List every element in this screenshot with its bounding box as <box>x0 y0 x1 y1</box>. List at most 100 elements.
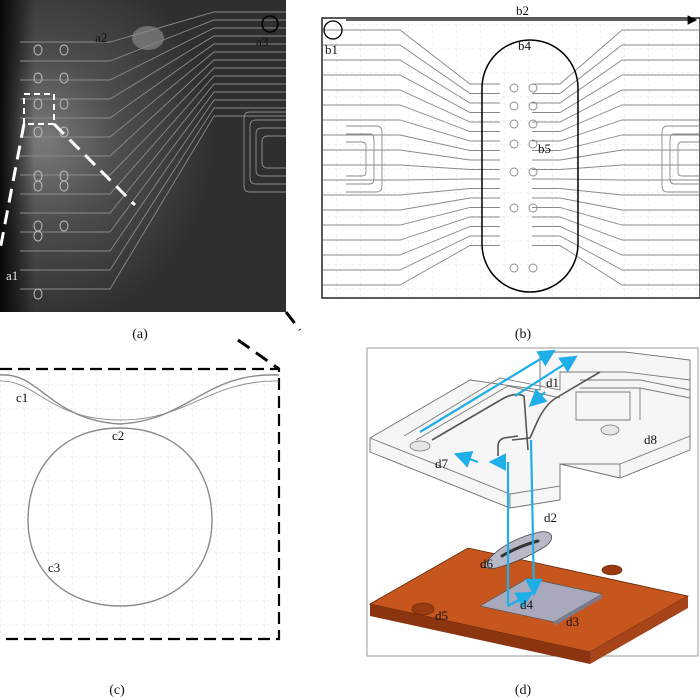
label-d5: d5 <box>435 608 448 623</box>
caption-d: (d) <box>515 683 532 698</box>
label-d3: d3 <box>566 614 579 629</box>
c1-channel-edge <box>0 374 280 425</box>
b-channel-trace <box>323 178 500 181</box>
a-channel-trace <box>20 115 286 290</box>
a-chamber <box>59 98 69 110</box>
caption-b: (b) <box>515 327 532 342</box>
label-c2: c2 <box>112 428 124 443</box>
b-channel-trace <box>532 178 699 181</box>
b-channel-trace <box>532 104 699 132</box>
caption-c: (c) <box>109 683 125 698</box>
b-channel-trace <box>323 59 500 104</box>
b-chamber <box>509 101 519 111</box>
b-chamber <box>509 167 519 177</box>
a-chamber <box>59 72 69 84</box>
a-chamber <box>59 180 69 192</box>
a-chamber <box>33 230 43 242</box>
b-channel-trace <box>532 164 699 170</box>
b-channel-trace <box>532 134 699 151</box>
b-channel-trace <box>323 89 500 123</box>
a-channel-trace <box>20 11 286 43</box>
panel-b: b2 b1 b4 b5 <box>321 3 700 299</box>
label-d6: d6 <box>480 556 494 571</box>
flow-arrows <box>419 349 578 609</box>
b-channel-trace <box>532 74 699 113</box>
b-channel-trace <box>323 44 500 94</box>
d1-channels <box>431 371 601 456</box>
panel-d: d1 d8 d7 d2 d6 d4 d3 d5 <box>366 347 699 664</box>
b-channel-trace <box>323 149 500 161</box>
b-channel-trace <box>323 29 500 85</box>
b-channel-trace <box>323 164 500 170</box>
a-channel-trace <box>20 59 286 157</box>
b-chamber <box>528 203 538 213</box>
b-channel-trace <box>532 119 699 142</box>
b-channel-trace <box>532 188 699 196</box>
a-channel-trace <box>20 67 286 176</box>
a-channel-trace <box>20 43 286 119</box>
b-chamber <box>528 263 538 273</box>
a-chamber <box>33 72 43 84</box>
a-channel-trace <box>20 99 286 252</box>
b-chamber <box>528 83 538 93</box>
panel-a-serpentine <box>243 111 286 193</box>
b-channel-trace <box>532 245 699 286</box>
b-channel-trace <box>323 119 500 142</box>
b-channel-trace <box>532 59 699 104</box>
a3-marker-circle <box>261 15 279 33</box>
b-chamber <box>509 83 519 93</box>
a-channel-trace <box>20 75 286 195</box>
label-d7: d7 <box>435 456 449 471</box>
b-channel-trace <box>323 188 500 196</box>
b-channel-trace <box>532 149 699 161</box>
label-d1: d1 <box>546 375 559 390</box>
caption-a: (a) <box>132 327 148 342</box>
label-b1: b1 <box>325 42 338 57</box>
a-chamber <box>59 44 69 56</box>
b-chamber <box>509 203 519 213</box>
a-channel-trace <box>20 91 286 233</box>
label-a2: a2 <box>95 30 107 45</box>
b-channel-trace <box>323 104 500 132</box>
label-b4: b4 <box>518 38 532 53</box>
label-d8: d8 <box>644 432 657 447</box>
d5-hole <box>411 602 435 616</box>
zoom-connector-lines <box>237 311 302 371</box>
b-channel-trace <box>323 235 500 271</box>
b-channel-trace <box>323 216 500 241</box>
b-channel-trace <box>532 216 699 241</box>
panel-b-channels <box>323 29 699 286</box>
b-chamber <box>528 119 538 129</box>
a-chamber <box>33 180 43 192</box>
b-channel-trace <box>532 226 699 256</box>
a-chamber <box>33 98 43 110</box>
label-a1: a1 <box>6 268 18 283</box>
a-channel-trace <box>20 107 286 271</box>
label-a3: a3 <box>256 34 268 49</box>
label-d2: d2 <box>544 510 557 525</box>
label-b5: b5 <box>538 141 551 156</box>
a-channel-trace <box>20 83 286 214</box>
b-channel-trace <box>323 245 500 286</box>
a-channel-trace <box>20 19 286 62</box>
b-channel-trace <box>323 207 500 226</box>
c3-chamber <box>27 427 213 607</box>
b-channel-trace <box>532 89 699 123</box>
b-chamber <box>509 119 519 129</box>
zoom-box <box>23 93 55 125</box>
a-chamber <box>33 44 43 56</box>
panel-b-serpentines <box>346 125 700 193</box>
label-c1: c1 <box>16 390 28 405</box>
a-chamber <box>33 126 43 138</box>
b-channel-trace <box>532 197 699 211</box>
b4-outline <box>481 39 579 293</box>
a-chamber <box>59 220 69 232</box>
b1-marker-circle <box>323 20 343 40</box>
b-channel-trace <box>323 197 500 211</box>
label-d4: d4 <box>520 597 534 612</box>
b-channel-trace <box>323 226 500 256</box>
b-channel-trace <box>532 207 699 226</box>
panel-c-frame <box>0 367 281 641</box>
panel-c: c1 c2 c3 <box>0 367 281 641</box>
